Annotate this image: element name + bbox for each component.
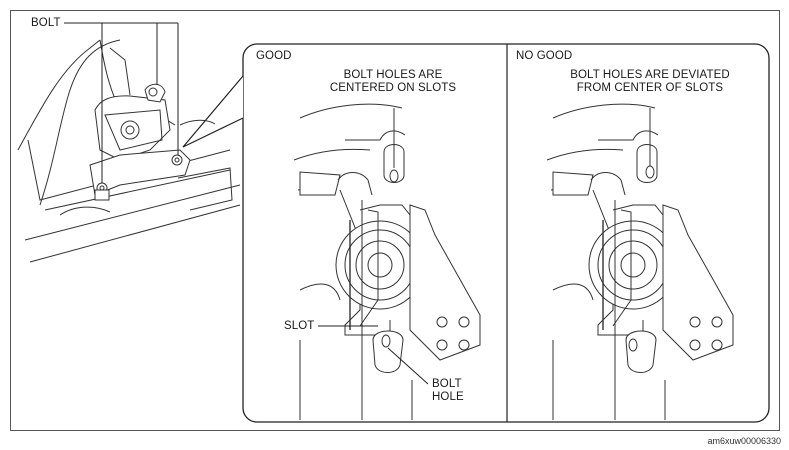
no-good-heading: NO GOOD [516, 50, 573, 62]
slot-hole-leaders [318, 325, 429, 385]
nogood-caption-line2: FROM CENTER OF SLOTS [576, 82, 724, 94]
good-heading: GOOD [256, 50, 292, 62]
nogood-caption-line1: BOLT HOLES ARE DEVIATED [570, 69, 730, 81]
good-caption-line1: BOLT HOLES ARE [343, 69, 443, 81]
bolt-label: BOLT [31, 17, 61, 29]
good-caption-line2: CENTERED ON SLOTS [329, 82, 457, 94]
bolt-hole-label-line1: BOLT [432, 378, 462, 390]
slot-label: SLOT [284, 320, 315, 332]
callout-panel [182, 43, 770, 423]
engine-mount-overview [17, 39, 241, 263]
bolt-leader-lines [64, 22, 179, 183]
good-detail-drawing [293, 103, 481, 420]
figure-id: am6xuw00006330 [707, 436, 781, 446]
bolt-hole-label-line2: HOLE [432, 391, 464, 403]
diagram-frame [10, 10, 780, 431]
nogood-detail-drawing [546, 103, 734, 420]
